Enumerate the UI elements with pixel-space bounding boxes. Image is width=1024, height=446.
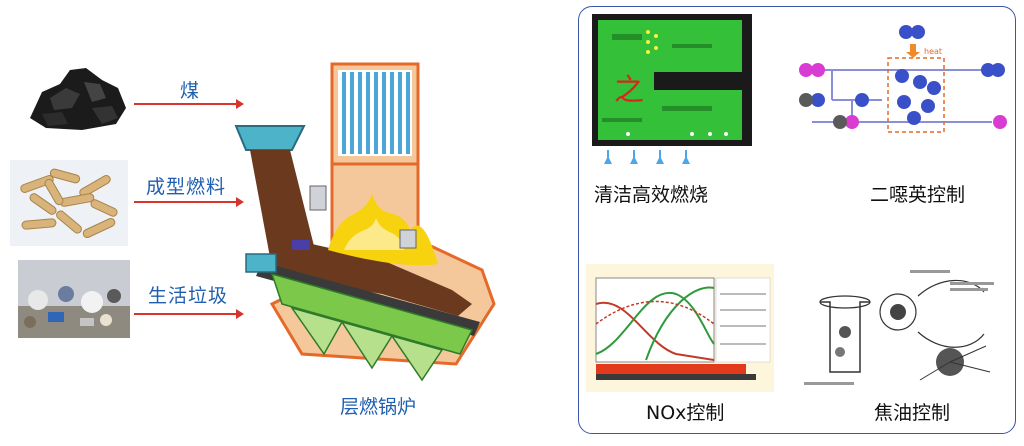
svg-text:heat: heat — [924, 47, 942, 56]
research-topics-panel — [578, 6, 1016, 434]
topic-caption-dioxin-control: 二噁英控制 — [870, 184, 966, 206]
tar-mechanism-diagram — [800, 262, 1010, 392]
arrow-coal — [134, 99, 244, 109]
coal-icon — [30, 68, 126, 130]
fuel-label-coal: 煤 — [180, 80, 201, 102]
topic-caption-clean-combustion: 清洁高效燃烧 — [594, 184, 709, 206]
svg-text:之: 之 — [614, 73, 644, 108]
fuel-label-garbage: 生活垃圾 — [148, 285, 229, 307]
cfd-simulation-image: 之 — [592, 14, 752, 164]
grate-boiler-diagram — [234, 62, 496, 382]
pellet-icon — [10, 160, 128, 246]
boiler-caption: 层燃锅炉 — [340, 396, 417, 418]
topic-caption-nox-control: NOx控制 — [646, 402, 725, 424]
topic-caption-tar-control: 焦油控制 — [874, 402, 951, 424]
dioxin-molecule-image: heat — [799, 25, 1007, 133]
arrow-garbage — [134, 309, 244, 319]
fuel-label-briquette: 成型燃料 — [146, 176, 227, 198]
nox-reaction-diagram — [586, 264, 774, 392]
arrow-briquette — [134, 197, 244, 207]
garbage-icon — [18, 260, 130, 338]
